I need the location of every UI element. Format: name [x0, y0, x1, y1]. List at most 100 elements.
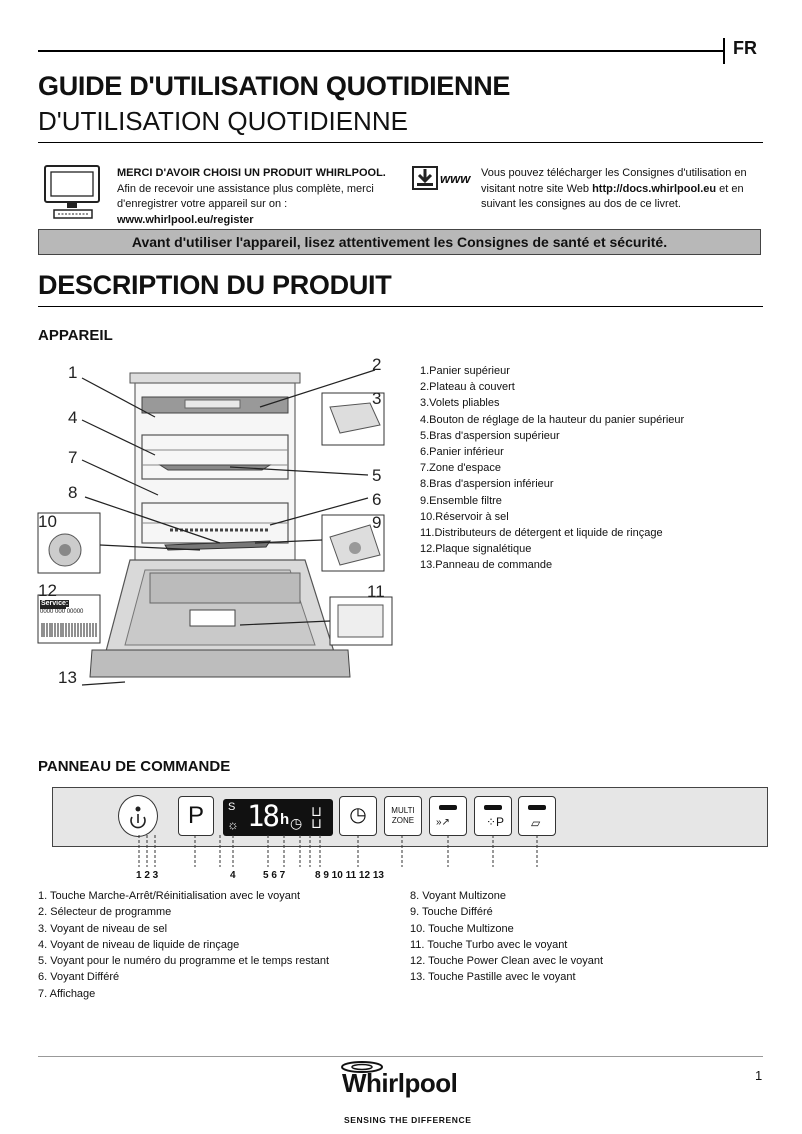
whirlpool-swirl-icon [341, 1061, 383, 1073]
list-item: 7.Zone d'espace [420, 462, 501, 475]
callout-10: 10 [38, 512, 57, 531]
power-clean-icon: ⁘P [486, 815, 505, 829]
control-panel-heading: PANNEAU DE COMMANDE [38, 758, 231, 775]
page-title: GUIDE D'UTILISATION QUOTIDIENNE [38, 71, 511, 101]
download-text: Vous pouvez télécharger les Consignes d'… [481, 166, 763, 213]
list-item: 2. Sélecteur de programme [38, 906, 172, 919]
tablet-button[interactable]: ▱ [518, 796, 556, 836]
list-item: 2.Plateau à couvert [420, 381, 515, 394]
multizone-label-2: ZONE [391, 816, 415, 825]
control-legend-left: 1. Touche Marche-Arrêt/Réinitialisation … [38, 888, 329, 1002]
display-unit: h [280, 811, 290, 828]
download-text-after: et en suivant les consignes au dos de ce… [481, 182, 744, 211]
language-tag: FR [733, 38, 757, 58]
control-leader-lines [138, 835, 538, 867]
list-item: 11.Distributeurs de détergent et liquide… [420, 527, 663, 540]
callout-9: 9 [372, 513, 382, 532]
brand-tagline: SENSING THE DIFFERENCE [344, 1115, 472, 1125]
index-8-13: 8 9 10 11 12 13 [315, 870, 384, 881]
list-item: 6. Voyant Différé [38, 971, 120, 984]
upper-spray-arm [158, 464, 272, 471]
top-rule [38, 50, 723, 52]
list-item: 4. Voyant de niveau de liquide de rinçag… [38, 938, 240, 951]
turbo-button[interactable]: »↗ [429, 796, 467, 836]
list-item: 12. Touche Power Clean avec le voyant [410, 955, 604, 968]
detergent-dispenser [189, 609, 236, 627]
delay-indicator-icon: ◷ [290, 815, 303, 831]
display: S ☼ 18 h ◷ ⊔⊔ [223, 799, 333, 836]
index-5-7: 5 6 7 [263, 870, 286, 881]
list-item: 1.Panier supérieur [420, 365, 510, 377]
register-heading: MERCI D'AVOIR CHOISI UN PRODUIT WHIRLPOO… [117, 167, 386, 179]
title-rule [38, 142, 763, 143]
list-item: 10. Touche Multizone [410, 922, 514, 935]
section-rule [38, 306, 763, 307]
callout-3: 3 [372, 389, 382, 408]
callout-11: 11 [367, 582, 385, 601]
turbo-led [439, 805, 457, 810]
multizone-label-1: MULTI [391, 806, 415, 815]
salt-indicator-icon: S [228, 801, 236, 813]
lang-divider [723, 38, 725, 64]
index-4: 4 [230, 870, 236, 881]
list-item: 3.Volets pliables [420, 397, 500, 410]
rating-plate-code: 0000 000 00000 [40, 609, 84, 615]
list-item: 12.Plaque signalétique [420, 543, 532, 556]
list-item: 6.Panier inférieur [420, 446, 504, 459]
footer-rule [38, 1056, 763, 1057]
callout-1: 1 [68, 363, 78, 382]
list-item: 4.Bouton de réglage de la hauteur du pan… [420, 413, 685, 426]
callout-7: 7 [68, 448, 78, 467]
list-item: 8. Voyant Multizone [410, 890, 507, 902]
power-icon [130, 806, 146, 829]
rinse-aid-indicator-icon: ☼ [227, 817, 239, 832]
index-1-3: 1 2 3 [136, 870, 159, 881]
list-item: 9.Ensemble filtre [420, 494, 502, 507]
callout-2: 2 [372, 355, 382, 374]
upper-basket [141, 434, 289, 480]
display-digits: 18 [247, 799, 280, 833]
computer-icon [44, 165, 100, 219]
callout-5: 5 [372, 466, 382, 485]
register-block: MERCI D'AVOIR CHOISI UN PRODUIT WHIRLPOO… [117, 166, 392, 228]
list-item: 5.Bras d'aspersion supérieur [420, 429, 560, 442]
list-item: 13. Touche Pastille avec le voyant [410, 971, 576, 984]
tablet-icon: ▱ [531, 816, 541, 830]
multizone-button[interactable]: MULTI ZONE [384, 796, 422, 836]
control-panel-strip [89, 649, 351, 678]
callout-12: 12 [38, 581, 57, 600]
dishwasher-illustration [37, 369, 393, 686]
power-clean-button[interactable]: ⁘P [474, 796, 512, 836]
power-button[interactable] [118, 795, 158, 837]
callout-4: 4 [68, 408, 78, 427]
multizone-indicator-icon: ⊔⊔ [311, 803, 322, 831]
safety-warning-bar: Avant d'utiliser l'appareil, lisez atten… [38, 229, 761, 255]
callout-6: 6 [372, 490, 382, 509]
docs-link[interactable]: http://docs.whirlpool.eu [592, 182, 717, 195]
turbo-icon: »↗ [436, 817, 450, 828]
register-link[interactable]: www.whirlpool.eu/register [117, 213, 254, 226]
callout-8: 8 [68, 483, 78, 502]
list-item: 1. Touche Marche-Arrêt/Réinitialisation … [38, 890, 301, 902]
register-text: Afin de recevoir une assistance plus com… [117, 182, 374, 211]
download-text-before: Vous pouvez télécharger les Consignes d'… [481, 167, 747, 195]
tablet-led [528, 805, 546, 810]
list-item: 9. Touche Différé [410, 906, 493, 919]
control-legend-right: 8. Voyant Multizone 9. Touche Différé 10… [410, 888, 603, 986]
parts-list: 1.Panier supérieur 2.Plateau à couvert 3… [420, 363, 684, 574]
www-label: www [440, 171, 471, 186]
list-item: 13.Panneau de commande [420, 559, 553, 572]
list-item: 3. Voyant de niveau de sel [38, 922, 168, 935]
list-item: 5. Voyant pour le numéro du programme et… [38, 955, 330, 968]
brand-logo: Whirlpool [342, 1068, 458, 1098]
list-item: 10.Réservoir à sel [420, 510, 509, 523]
program-button[interactable]: P [178, 796, 214, 836]
appliance-heading: APPAREIL [38, 327, 113, 344]
delay-button[interactable]: ◷ [339, 796, 377, 836]
power-clean-led [484, 805, 502, 810]
section-title: DESCRIPTION DU PRODUIT [38, 270, 392, 300]
list-item: 11. Touche Turbo avec le voyant [410, 938, 568, 951]
page-number: 1 [755, 1068, 763, 1083]
clock-icon: ◷ [349, 804, 367, 826]
list-item: 7. Affichage [38, 987, 96, 1000]
